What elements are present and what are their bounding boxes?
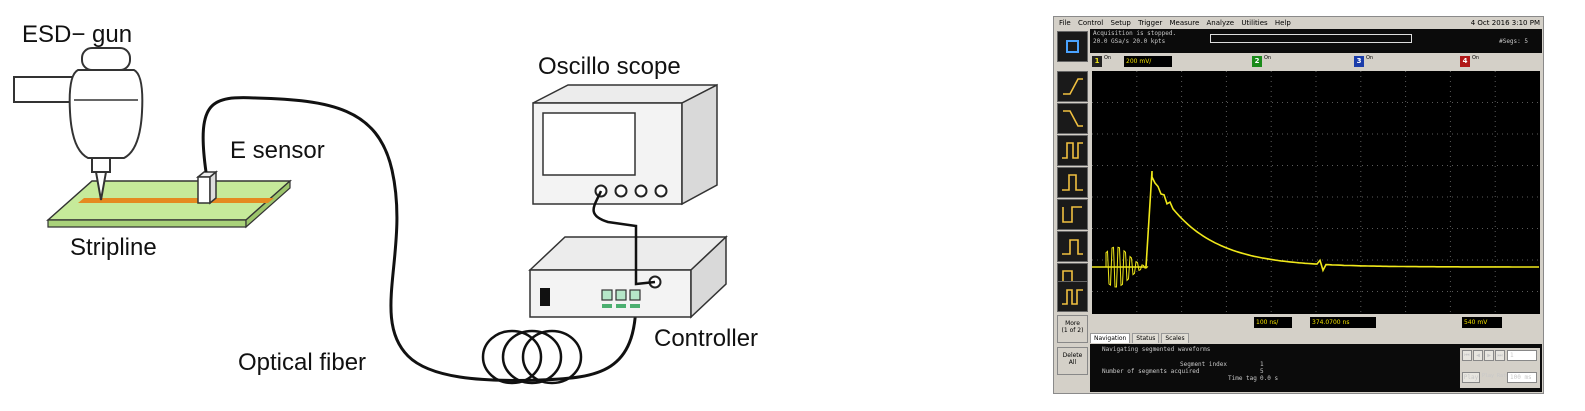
esd-gun-label: ESD− gun bbox=[22, 21, 132, 48]
nav-segment-index-label: Segment index bbox=[1180, 361, 1227, 368]
more-button[interactable]: More (1 of 2) bbox=[1057, 315, 1088, 343]
acquisition-status: Acquisition is stopped. 20.0 GSa/s 20.0 … bbox=[1090, 29, 1542, 53]
channel-1-on: On bbox=[1104, 55, 1112, 61]
play-button[interactable]: Play bbox=[1462, 372, 1480, 383]
status-line-2: 20.0 GSa/s 20.0 kpts bbox=[1093, 38, 1166, 45]
horizontal-control-bar: 100 ns/ 374.0700 ns 540 mV bbox=[1090, 314, 1542, 332]
oscilloscope-screenshot: File Control Setup Trigger Measure Analy… bbox=[1053, 16, 1544, 394]
more-sublabel: (1 of 2) bbox=[1061, 327, 1084, 334]
nav-segments-acquired-label: Number of segments acquired bbox=[1102, 368, 1200, 375]
nav-segment-index-value: 1 bbox=[1260, 361, 1264, 368]
controller bbox=[528, 235, 728, 319]
menu-file[interactable]: File bbox=[1059, 19, 1071, 27]
segments-count: #Segs: 5 bbox=[1499, 38, 1528, 45]
waveform-overview-bar bbox=[1210, 34, 1412, 43]
segment-input[interactable]: 1 bbox=[1507, 350, 1537, 361]
nav-time-tag-label: Time tag bbox=[1228, 375, 1257, 382]
channel-4-on: On bbox=[1472, 55, 1480, 61]
menu-measure[interactable]: Measure bbox=[1169, 19, 1200, 27]
stripline-board bbox=[46, 179, 292, 229]
channel-3-on: On bbox=[1366, 55, 1374, 61]
play-rate-input[interactable]: 100 ms bbox=[1507, 372, 1537, 383]
menu-setup[interactable]: Setup bbox=[1110, 19, 1131, 27]
channel-1-scale[interactable]: 200 mV/ bbox=[1124, 56, 1172, 67]
nav-time-tag-value: 0.0 s bbox=[1260, 375, 1279, 382]
measurement-setup-diagram: ESD− gun E sensor Stripline Oscillo scop… bbox=[13, 21, 758, 385]
width-trigger-button[interactable] bbox=[1057, 199, 1088, 230]
first-segment-button[interactable]: ⏮ bbox=[1462, 350, 1472, 361]
status-line-1: Acquisition is stopped. bbox=[1093, 30, 1177, 37]
runt-trigger-button[interactable] bbox=[1057, 231, 1088, 262]
esd-burst bbox=[1105, 246, 1149, 288]
falling-edge-trigger-button[interactable] bbox=[1057, 103, 1088, 134]
delete-all-button[interactable]: Delete All bbox=[1057, 347, 1088, 375]
oscilloscope bbox=[532, 83, 718, 206]
menu-help[interactable]: Help bbox=[1274, 19, 1291, 27]
trigger-level[interactable]: 540 mV bbox=[1462, 317, 1502, 328]
time-scale[interactable]: 100 ns/ bbox=[1254, 317, 1292, 328]
delete-label: Delete bbox=[1062, 352, 1083, 359]
scope-controller-cable bbox=[592, 190, 656, 286]
e-sensor bbox=[195, 170, 219, 205]
prev-segment-button[interactable]: ◀ bbox=[1473, 350, 1483, 361]
tab-scales[interactable]: Scales bbox=[1161, 333, 1189, 343]
pulse-trigger-button[interactable] bbox=[1057, 135, 1088, 166]
tab-status[interactable]: Status bbox=[1132, 333, 1160, 343]
channel-2-on: On bbox=[1264, 55, 1272, 61]
menu-trigger[interactable]: Trigger bbox=[1138, 19, 1163, 27]
menu-bar: File Control Setup Trigger Measure Analy… bbox=[1054, 17, 1543, 29]
more-label: More bbox=[1065, 320, 1080, 327]
glitch-trigger-button[interactable] bbox=[1057, 167, 1088, 198]
channel-1-badge[interactable]: 1 bbox=[1092, 56, 1102, 67]
stripline-label: Stripline bbox=[70, 234, 157, 261]
fiber-coil bbox=[481, 329, 583, 385]
menu-control[interactable]: Control bbox=[1077, 19, 1104, 27]
pattern-trigger-button[interactable] bbox=[1057, 281, 1088, 312]
waveform-display bbox=[1092, 71, 1540, 323]
time-position[interactable]: 374.0700 ns bbox=[1310, 317, 1376, 328]
channel-1-waveform bbox=[1092, 170, 1539, 273]
menu-analyze[interactable]: Analyze bbox=[1206, 19, 1235, 27]
date-time: 4 Oct 2016 3:10 PM bbox=[1470, 19, 1540, 27]
channel-3-badge[interactable]: 3 bbox=[1354, 56, 1364, 67]
play-rate-label: Play Rate: bbox=[1482, 373, 1513, 379]
channel-4-badge[interactable]: 4 bbox=[1460, 56, 1470, 67]
optical-fiber bbox=[201, 96, 638, 382]
nav-segments-acquired-value: 5 bbox=[1260, 368, 1264, 375]
delete-sublabel: All bbox=[1068, 359, 1077, 366]
optical-fiber-label: Optical fiber bbox=[238, 349, 366, 376]
next-segment-button[interactable]: ▶ bbox=[1484, 350, 1494, 361]
e-sensor-label: E sensor bbox=[230, 137, 325, 164]
rising-edge-trigger-button[interactable] bbox=[1057, 71, 1088, 102]
graticule bbox=[1092, 71, 1540, 323]
panel-tabs: Navigation Status Scales bbox=[1090, 333, 1189, 343]
run-stop-button[interactable] bbox=[1057, 31, 1088, 62]
channel-2-badge[interactable]: 2 bbox=[1252, 56, 1262, 67]
controller-label: Controller bbox=[654, 325, 758, 352]
navigation-panel: Navigating segmented waveforms Segment i… bbox=[1090, 344, 1542, 392]
esd-gun bbox=[13, 47, 144, 201]
menu-utilities[interactable]: Utilities bbox=[1241, 19, 1268, 27]
channel-bar: 1 On 200 mV/ 2 On 3 On 4 On bbox=[1090, 54, 1542, 70]
playback-controls: ⏮ ◀ ▶ ⏭ 1 Play Play Rate: 100 ms bbox=[1460, 348, 1540, 388]
oscilloscope-label: Oscillo scope bbox=[538, 53, 681, 80]
last-segment-button[interactable]: ⏭ bbox=[1495, 350, 1505, 361]
tab-navigation[interactable]: Navigation bbox=[1090, 333, 1131, 343]
nav-title: Navigating segmented waveforms bbox=[1102, 346, 1211, 353]
